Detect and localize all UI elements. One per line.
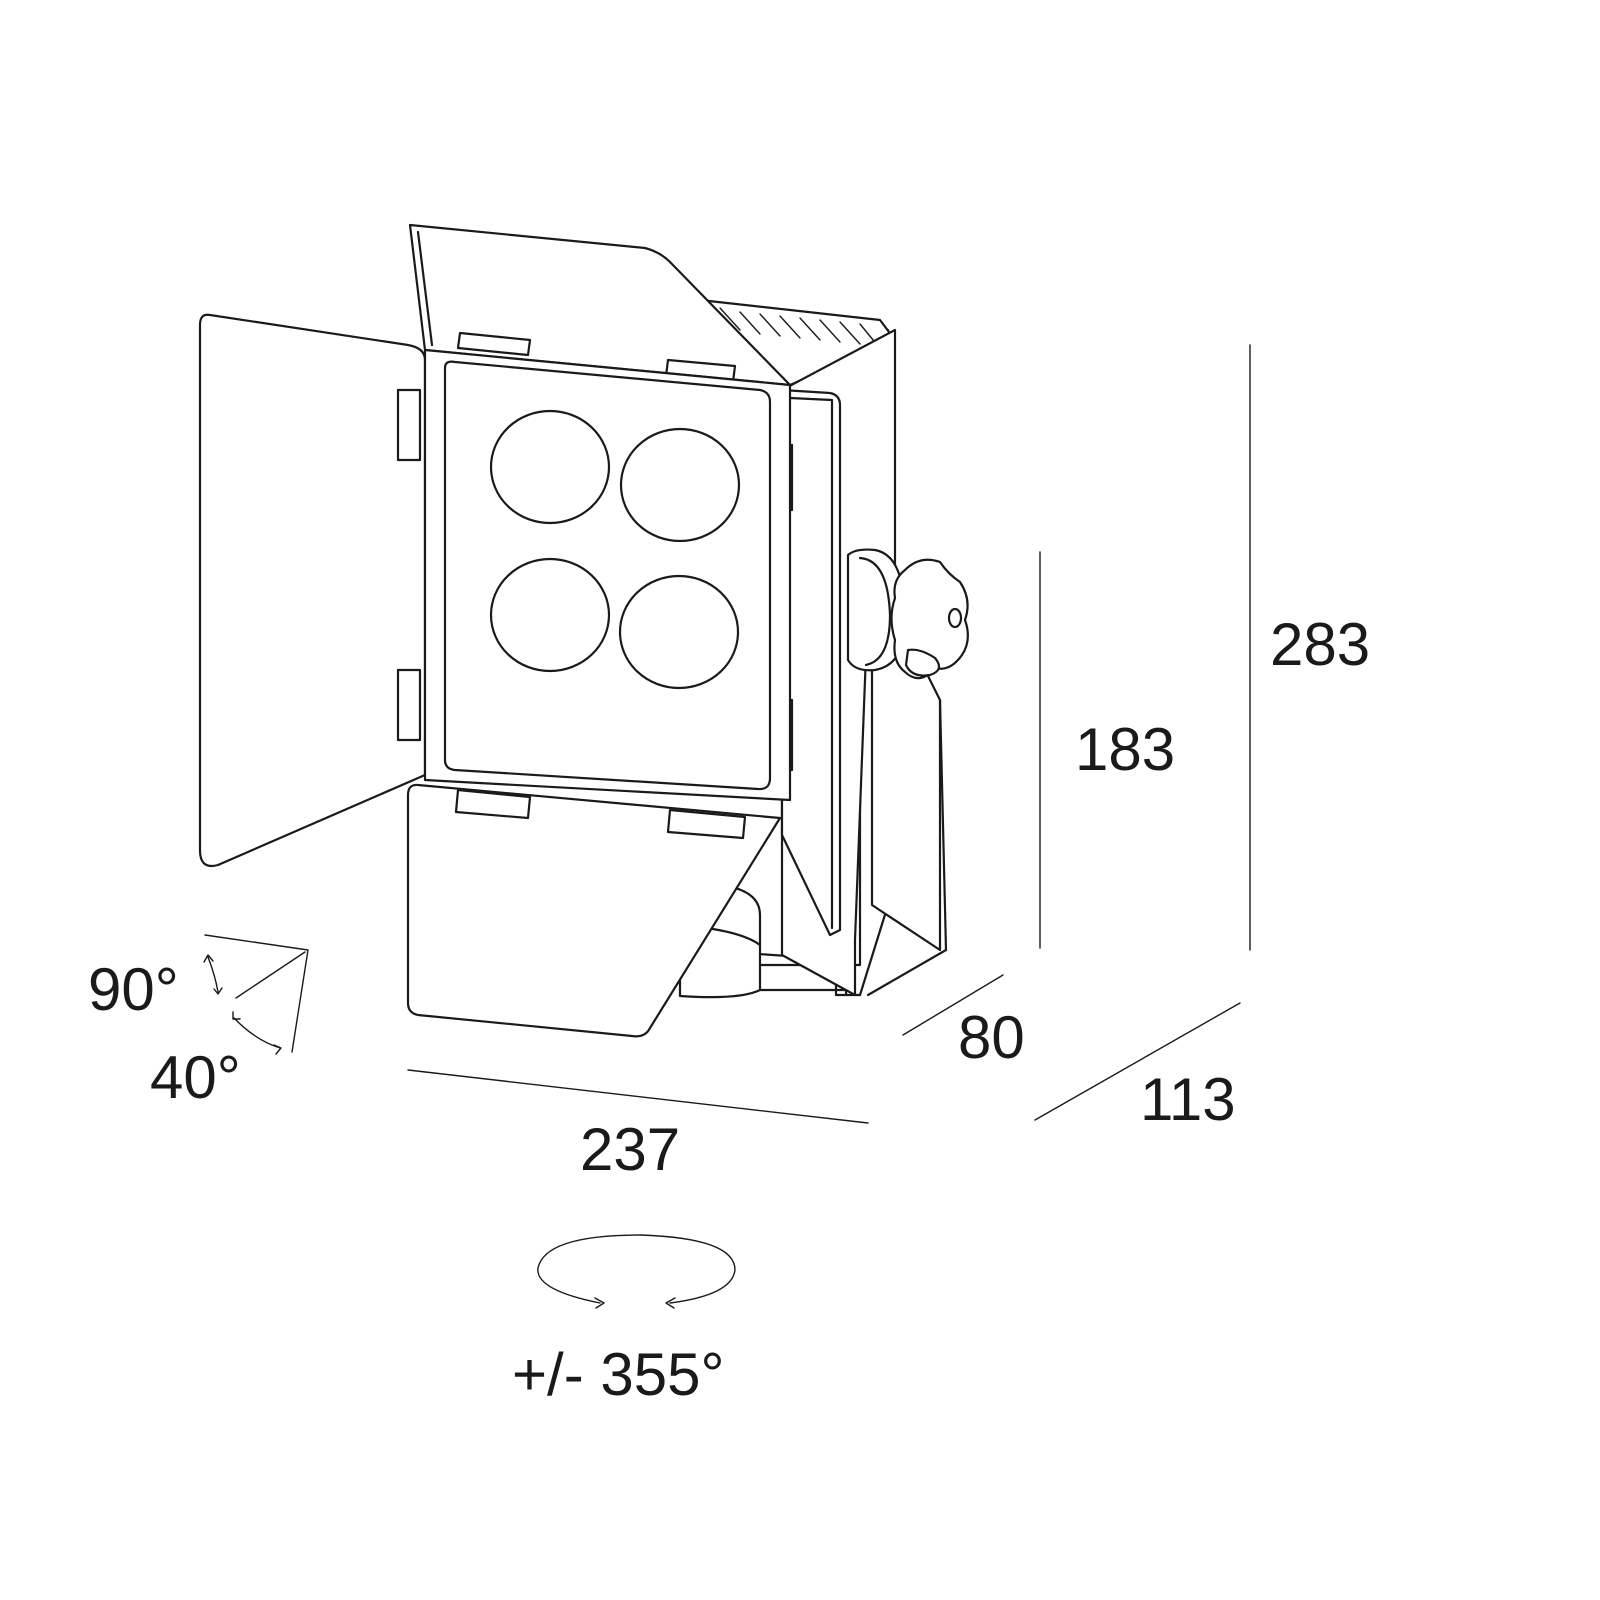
lens-top-left: [489, 409, 611, 525]
label-height-body: 183: [1075, 716, 1175, 783]
label-width: 237: [580, 1116, 680, 1183]
barndoor-bottom: [406, 783, 782, 1038]
dim-line-80: [902, 974, 1004, 1036]
dim-line-113: [1034, 1002, 1241, 1121]
barndoor-right: [780, 388, 842, 937]
front-frame: [423, 348, 792, 802]
dim-line-237: [407, 1069, 869, 1124]
tilt-arrow-90: [207, 956, 219, 993]
label-tilt-head: 40°: [150, 1044, 241, 1111]
label-rotation: +/- 355°: [512, 1341, 724, 1408]
lens-top-right: [619, 427, 741, 543]
rotation-indicator: [537, 1234, 736, 1309]
label-tilt-barndoor: 90°: [88, 956, 179, 1023]
dimension-lines: [407, 344, 1251, 1124]
tilt-angle-indicator: [203, 934, 309, 1055]
label-depth-total: 113: [1140, 1066, 1236, 1133]
locking-knob: [846, 548, 969, 680]
label-height-total: 283: [1270, 611, 1370, 678]
label-depth-body: 80: [958, 1004, 1025, 1071]
tilt-arrow-40: [233, 1017, 281, 1049]
rotation-arc: [537, 1234, 736, 1304]
lens-bottom-right: [618, 574, 740, 690]
lens-bottom-left: [489, 557, 611, 673]
barndoor-left: [198, 313, 427, 868]
led-lenses: [489, 409, 741, 690]
